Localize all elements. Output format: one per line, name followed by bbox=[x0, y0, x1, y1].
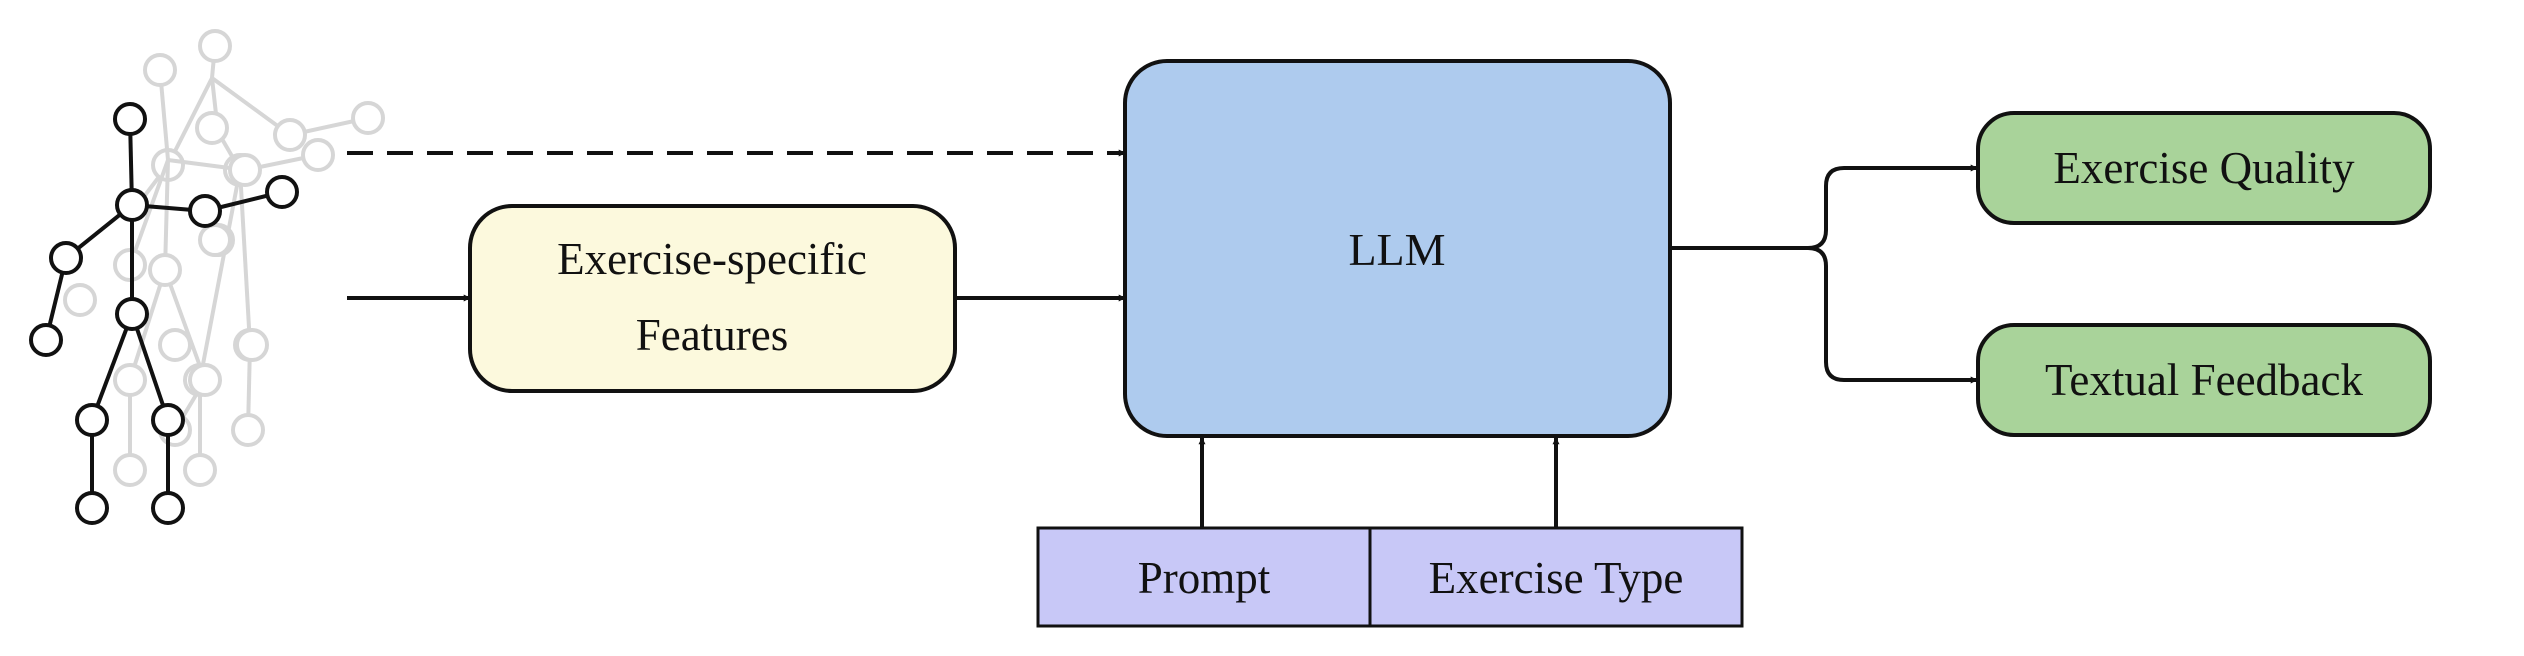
prompt-node: Prompt bbox=[1036, 526, 1372, 628]
features-label-line2: Features bbox=[636, 310, 788, 360]
prompt-label: Prompt bbox=[1138, 553, 1271, 603]
exercise-type-node: Exercise Type bbox=[1368, 526, 1744, 628]
features-label-line1: Exercise-specific bbox=[557, 234, 867, 284]
ghost-skeleton-icon bbox=[63, 29, 385, 487]
textual-feedback-node: Textual Feedback bbox=[1976, 323, 2432, 437]
features-node: Exercise-specific Features bbox=[468, 204, 957, 393]
connectors bbox=[347, 149, 1978, 528]
main-skeleton-icon bbox=[29, 102, 299, 525]
exercise-quality-label: Exercise Quality bbox=[2053, 143, 2355, 193]
exercise-quality-node: Exercise Quality bbox=[1976, 111, 2432, 225]
llm-label: LLM bbox=[1348, 224, 1445, 275]
llm-output-brace bbox=[1670, 164, 1978, 250]
textual-feedback-label: Textual Feedback bbox=[2045, 355, 2363, 405]
llm-output-brace-lower bbox=[1807, 246, 1978, 384]
skeleton-pose-icon bbox=[29, 29, 385, 525]
exercise-type-label: Exercise Type bbox=[1429, 553, 1684, 603]
llm-node: LLM bbox=[1123, 59, 1672, 438]
